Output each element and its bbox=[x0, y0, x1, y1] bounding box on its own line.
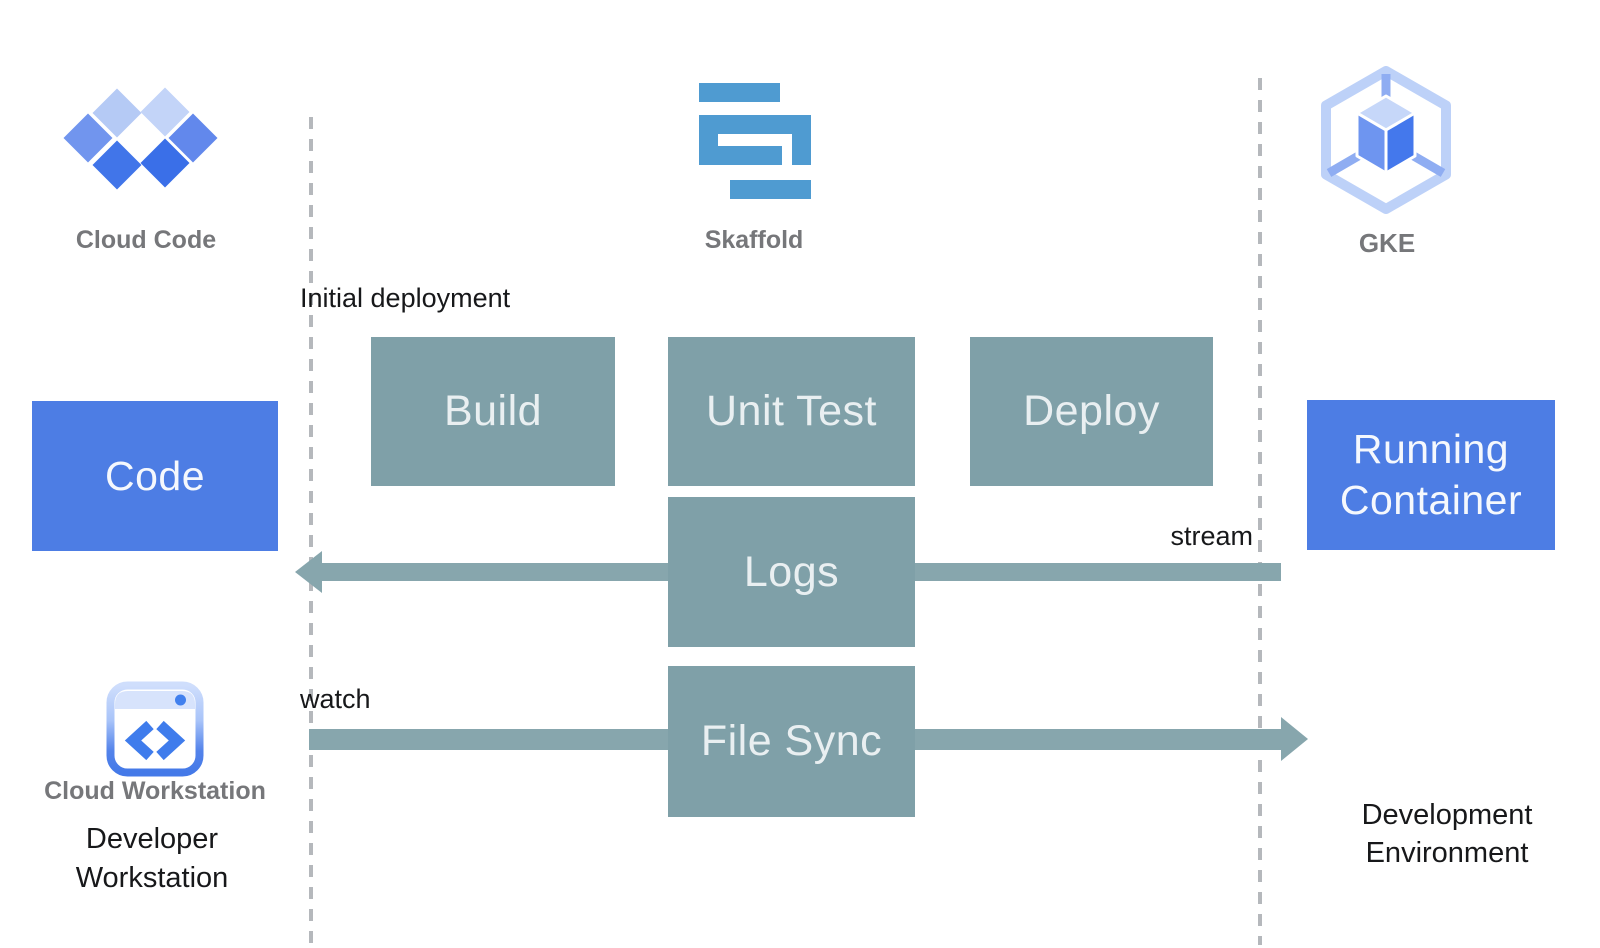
development-environment-label: Development Environment bbox=[1361, 799, 1533, 869]
logs-box: Logs bbox=[668, 497, 915, 647]
logs-arrowhead-icon bbox=[295, 551, 322, 593]
skaffold-label: Skaffold bbox=[704, 226, 804, 254]
gke-label: GKE bbox=[1358, 228, 1416, 258]
left-lane-divider bbox=[309, 117, 313, 945]
running-container-box: Running Container bbox=[1307, 400, 1555, 550]
cloud-code-label: Cloud Code bbox=[75, 226, 217, 254]
build-box: Build bbox=[371, 337, 615, 486]
skaffold-logo-icon bbox=[699, 83, 811, 199]
unit-test-box: Unit Test bbox=[668, 337, 915, 486]
file-sync-box: File Sync bbox=[668, 666, 915, 817]
right-lane-divider bbox=[1258, 78, 1262, 945]
initial-deployment-label: Initial deployment bbox=[300, 283, 511, 313]
stream-label: stream bbox=[1170, 521, 1253, 551]
gke-hexagon-cube-icon bbox=[1321, 66, 1451, 214]
cloud-workstation-window-icon bbox=[106, 681, 204, 777]
code-box: Code bbox=[32, 401, 278, 551]
watch-label: watch bbox=[300, 684, 371, 714]
cloud-workstation-label: Cloud Workstation bbox=[44, 777, 266, 805]
deploy-box: Deploy bbox=[970, 337, 1213, 486]
file-sync-arrowhead-icon bbox=[1281, 717, 1308, 761]
developer-workstation-label: Developer Workstation bbox=[75, 823, 229, 894]
cloud-code-diamonds-icon bbox=[63, 87, 218, 190]
